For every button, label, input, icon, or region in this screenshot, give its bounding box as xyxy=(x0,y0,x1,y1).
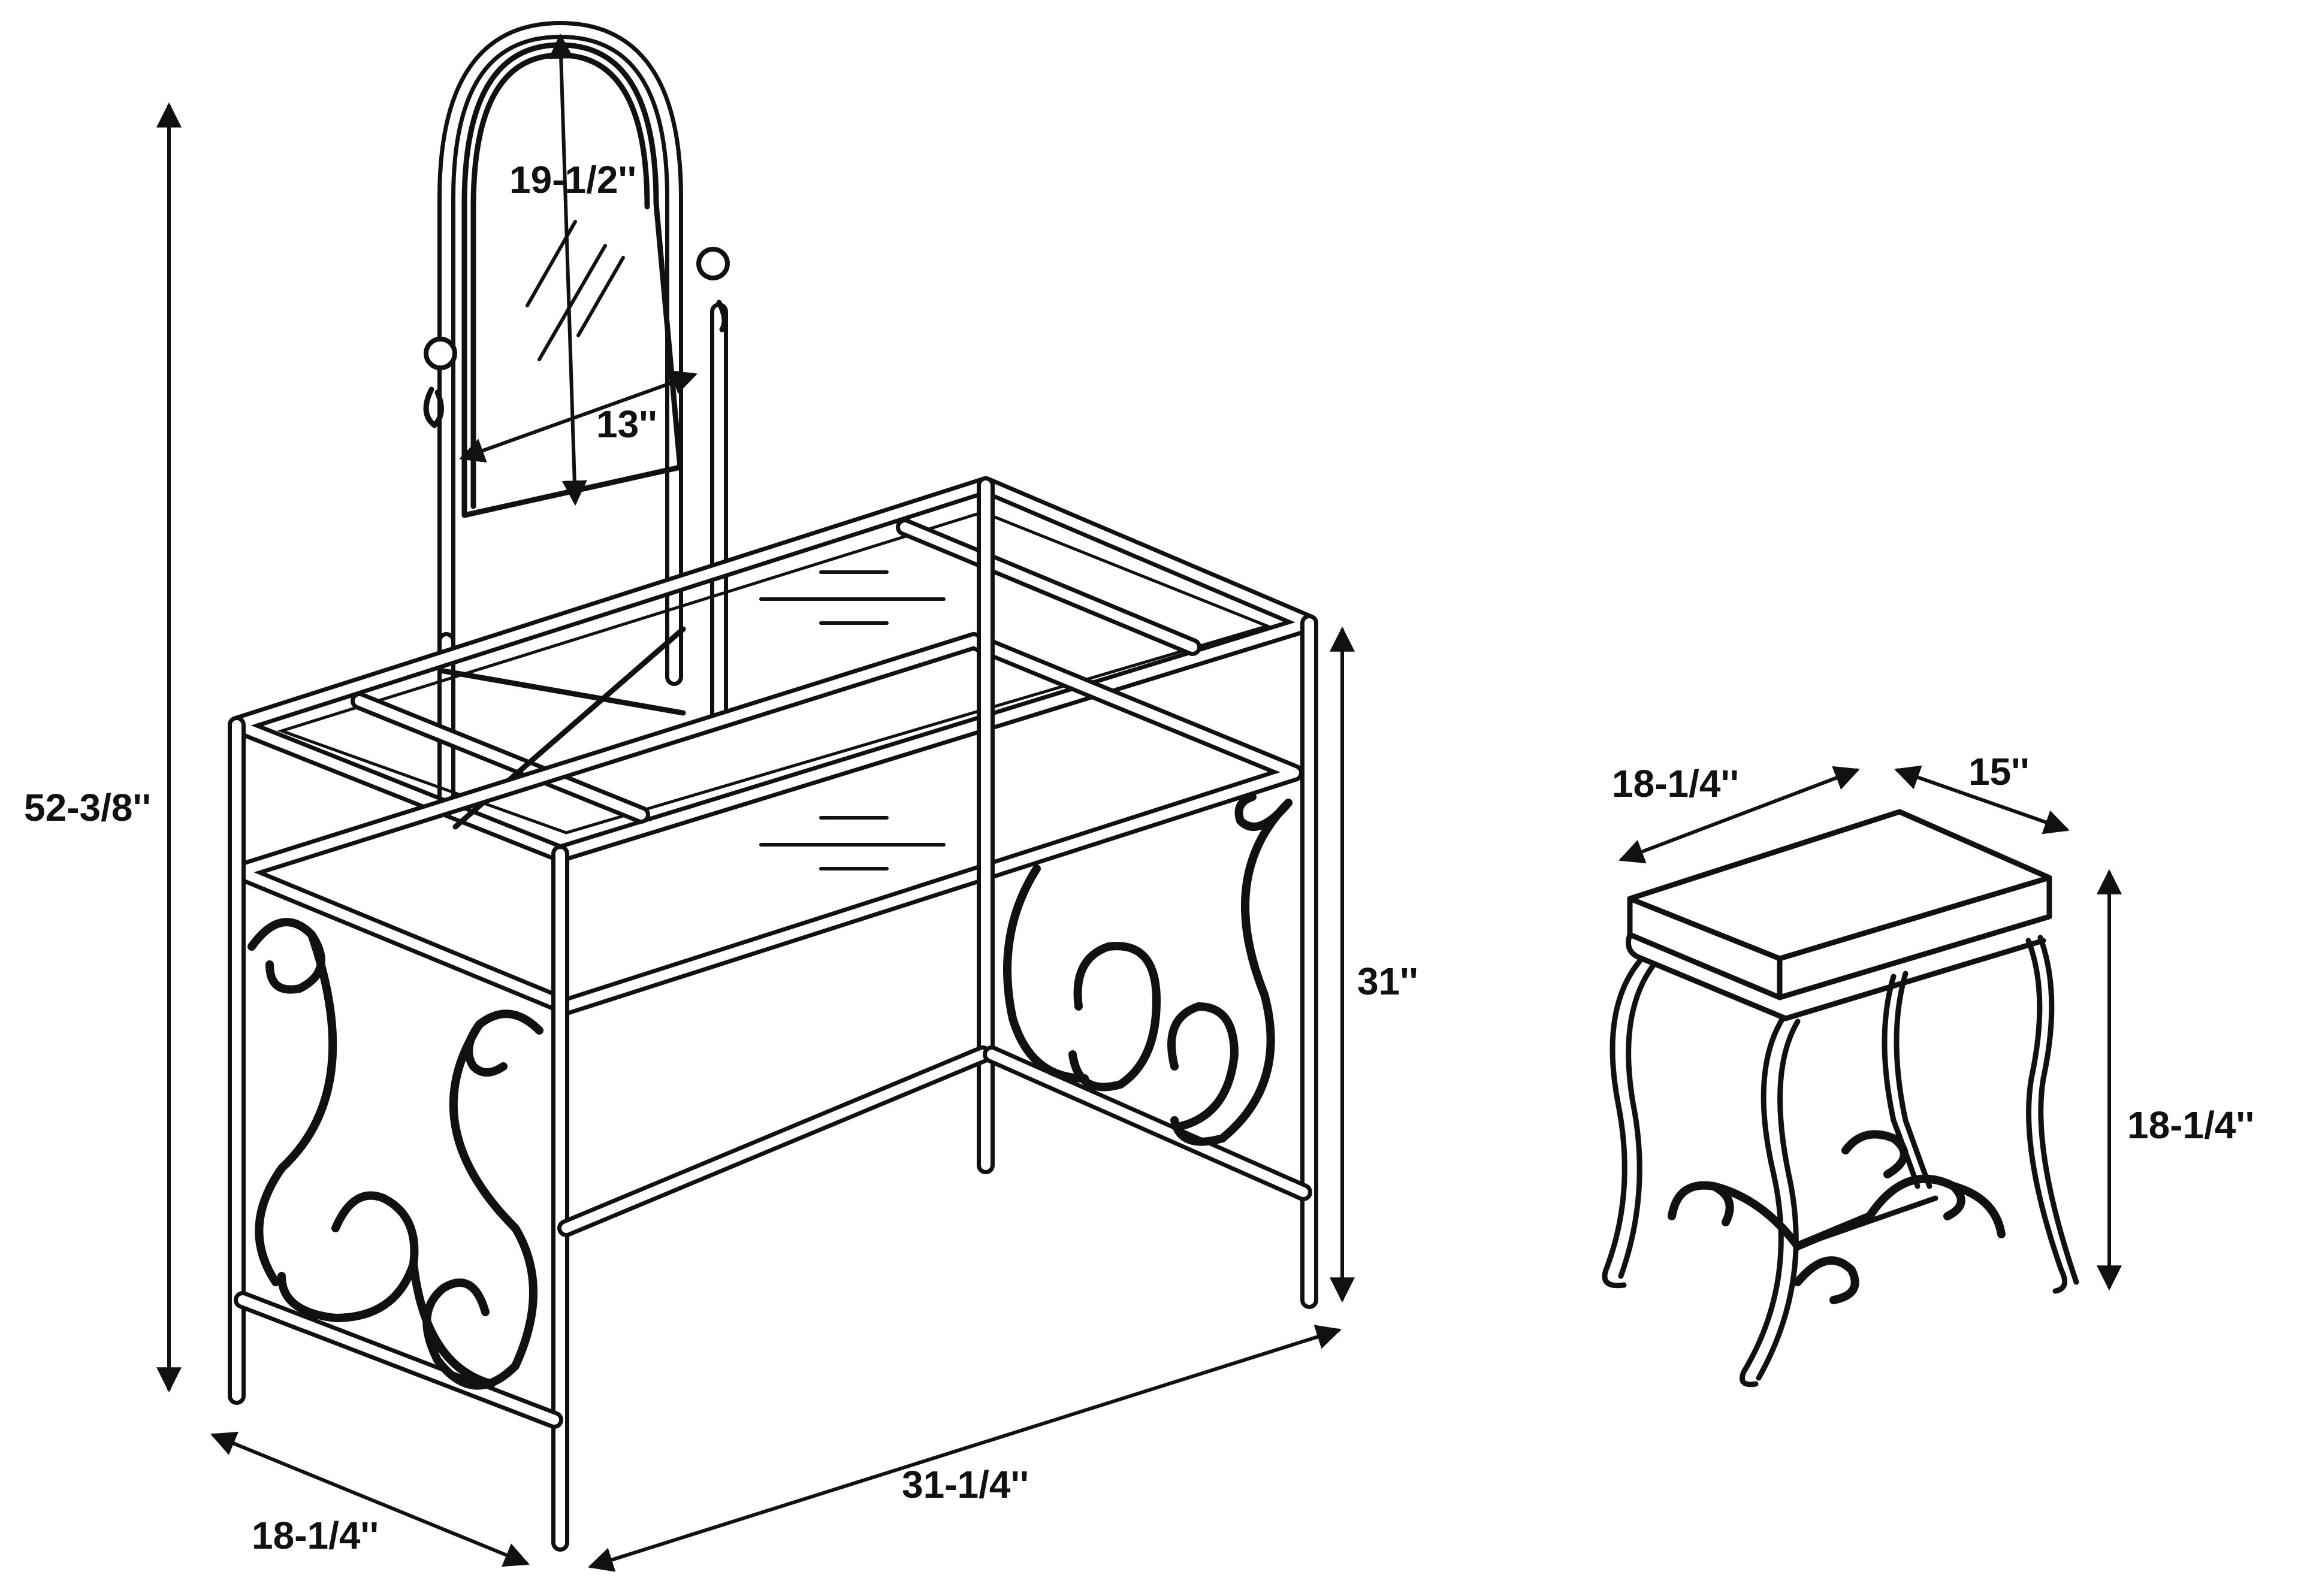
label-bench-depth: 15'' xyxy=(1968,750,2030,793)
dim-line-mirror-height xyxy=(548,33,587,506)
label-mirror-width: 13'' xyxy=(596,403,657,446)
vanity-top-frame xyxy=(228,476,1318,863)
bench-scrolls xyxy=(1668,1130,2006,1304)
vanity-stretchers xyxy=(234,1045,1312,1429)
label-overall-height: 52-3/8'' xyxy=(24,786,151,829)
label-bench-height: 18-1/4'' xyxy=(2127,1104,2254,1147)
dim-line-mirror-width xyxy=(459,370,697,463)
vanity xyxy=(228,21,1318,1552)
dim-line-bench-depth xyxy=(1894,765,2070,835)
label-bench-width: 18-1/4'' xyxy=(1612,762,1739,805)
label-vanity-depth: 18-1/4'' xyxy=(252,1514,379,1557)
label-vanity-height: 31'' xyxy=(1357,960,1418,1003)
label-vanity-width: 31-1/4'' xyxy=(902,1463,1029,1506)
dim-line-vanity-depth xyxy=(210,1431,530,1567)
label-mirror-height: 19-1/2'' xyxy=(509,158,636,201)
mirror-knob-left xyxy=(424,337,457,370)
bench xyxy=(1602,809,2079,1388)
mirror-knob-right xyxy=(696,247,730,280)
dim-line-vanity-width xyxy=(587,1325,1342,1572)
vanity-scrolls-right xyxy=(1003,793,1293,1146)
bench-cushion xyxy=(1626,809,2052,1021)
vanity-legs xyxy=(228,476,1318,1552)
vanity-scrolls-left xyxy=(247,918,543,1390)
dim-line-bench-width xyxy=(1618,766,1860,864)
vanity-shelf xyxy=(231,632,1303,1015)
dimension-labels: 52-3/8'' 19-1/2'' 13'' 31'' 18-1/4'' 31-… xyxy=(24,158,2254,1557)
mirror-assembly xyxy=(423,21,730,812)
dimension-lines xyxy=(156,33,2122,1572)
